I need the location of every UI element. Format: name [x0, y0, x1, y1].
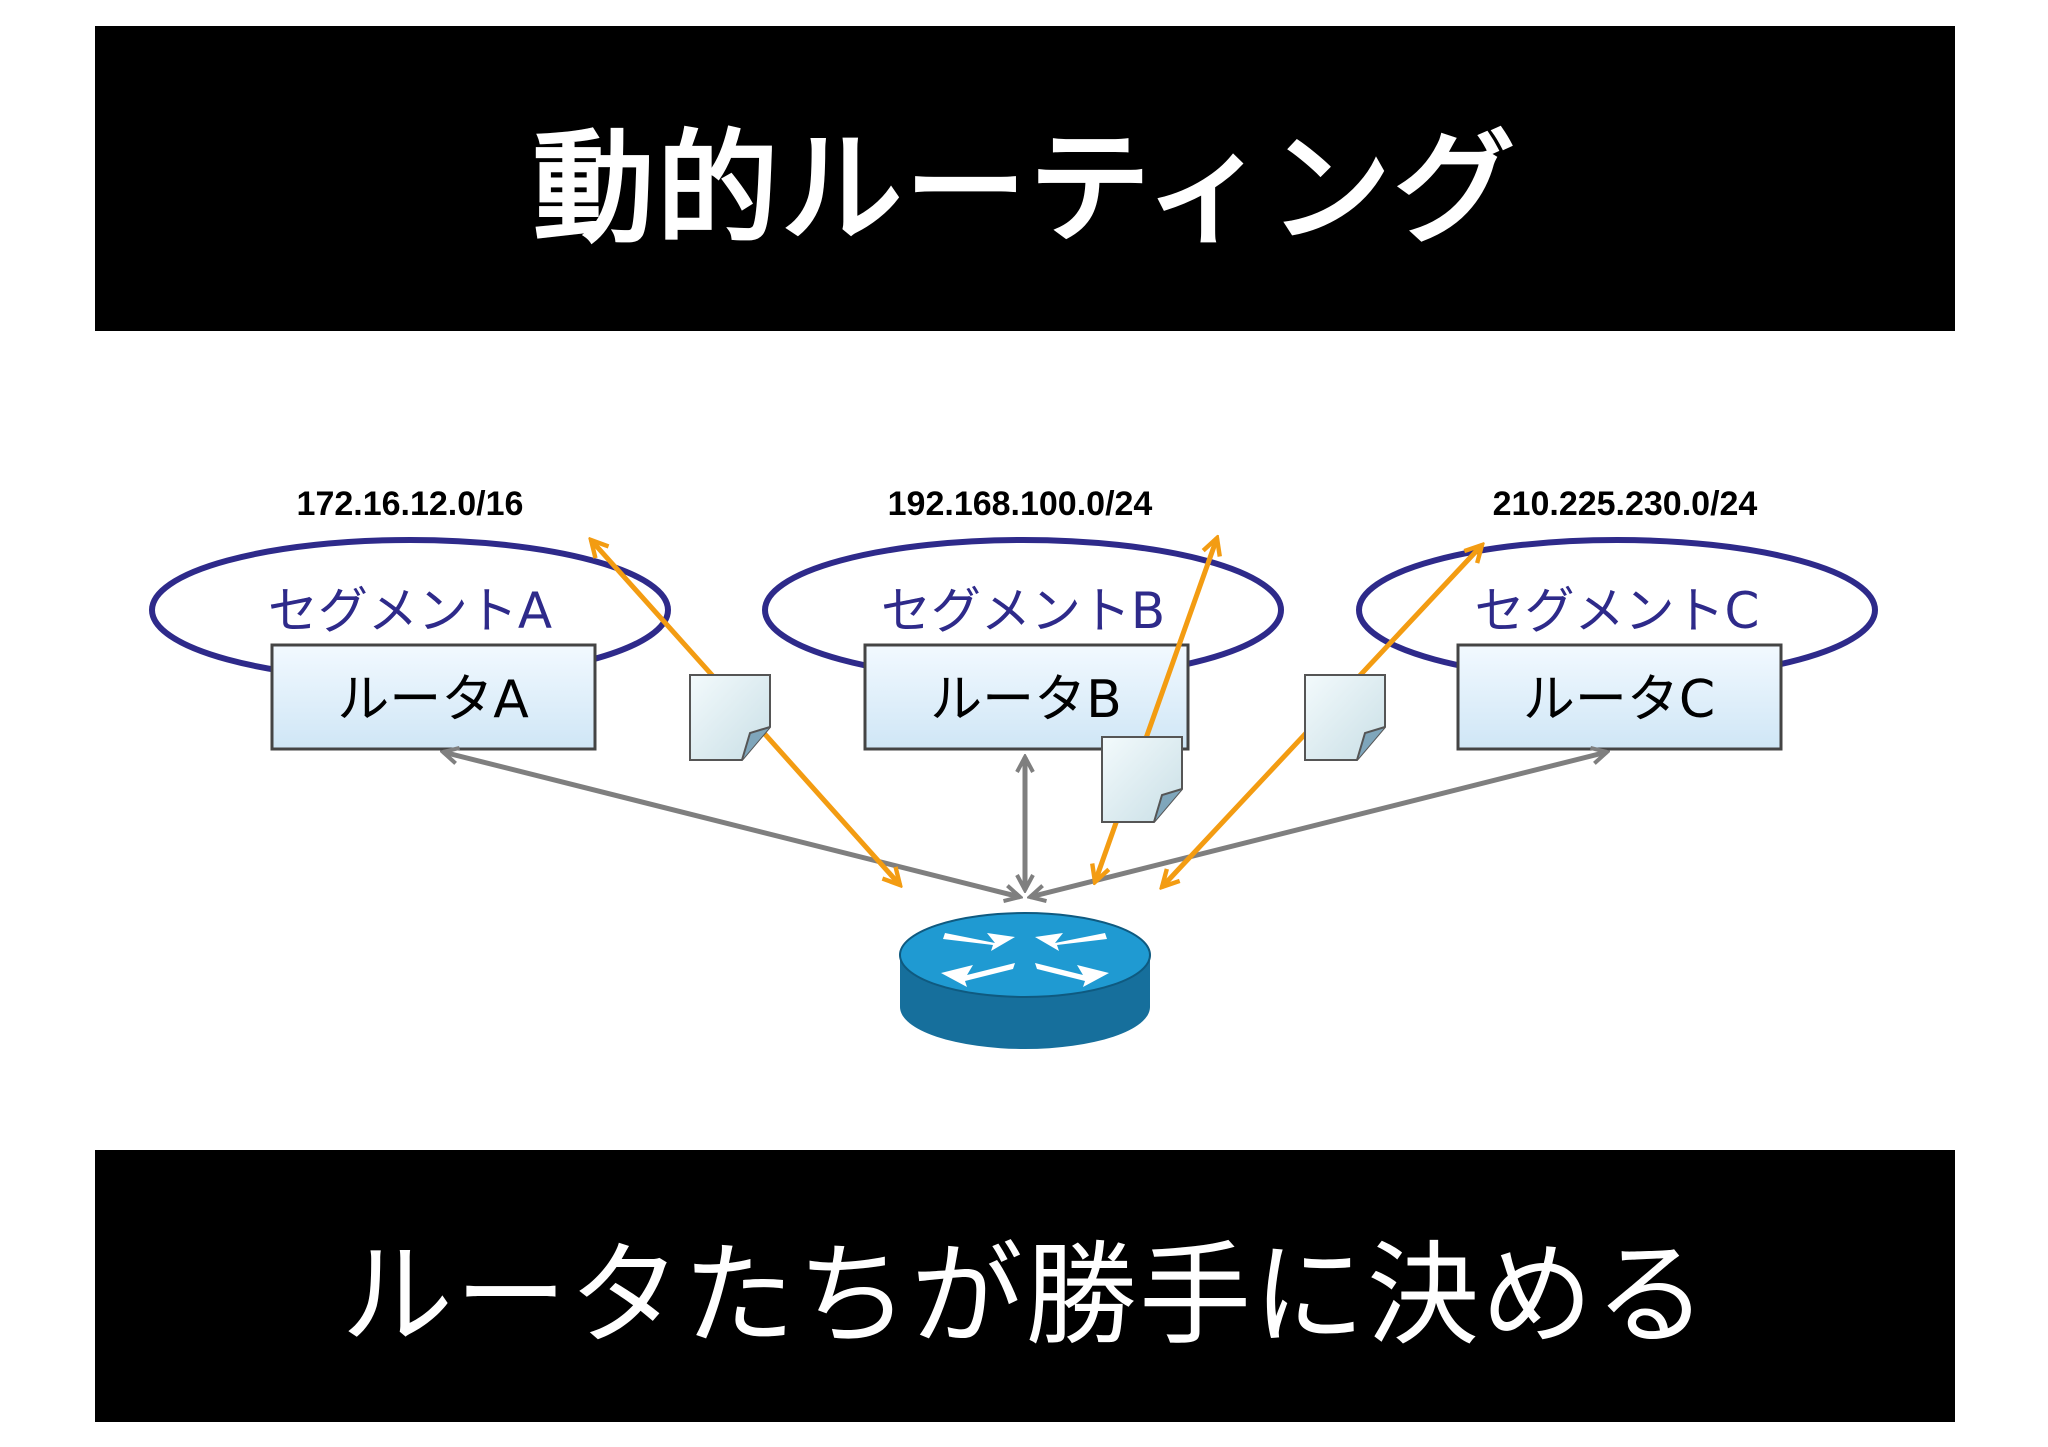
router-icon	[899, 912, 1151, 1049]
subnet-label-c: 210.225.230.0/24	[1493, 485, 1758, 523]
router-label-b: ルータB	[930, 670, 1122, 730]
title-banner: 動的ルーティング	[95, 26, 1955, 331]
document-icon	[689, 674, 771, 761]
subnet-label-a: 172.16.12.0/16	[297, 485, 524, 523]
router-label-c: ルータC	[1523, 670, 1715, 730]
link-arrow-a	[443, 752, 1020, 897]
router-box-a: ルータA	[270, 643, 597, 751]
page-title: 動的ルーティング	[532, 118, 1518, 260]
router-box-c: ルータC	[1456, 643, 1783, 751]
router-box-b: ルータB	[863, 643, 1190, 751]
segment-label-b: セグメントB	[881, 582, 1165, 640]
footer-caption: ルータたちが勝手に決める	[341, 1231, 1709, 1361]
document-icon	[1101, 736, 1183, 823]
router-label-a: ルータA	[337, 670, 529, 730]
subnet-label-b: 192.168.100.0/24	[888, 485, 1153, 523]
segment-label-a: セグメントA	[268, 582, 552, 640]
footer-banner: ルータたちが勝手に決める	[95, 1150, 1955, 1422]
document-icon	[1304, 674, 1386, 761]
segment-label-c: セグメントC	[1475, 582, 1760, 640]
